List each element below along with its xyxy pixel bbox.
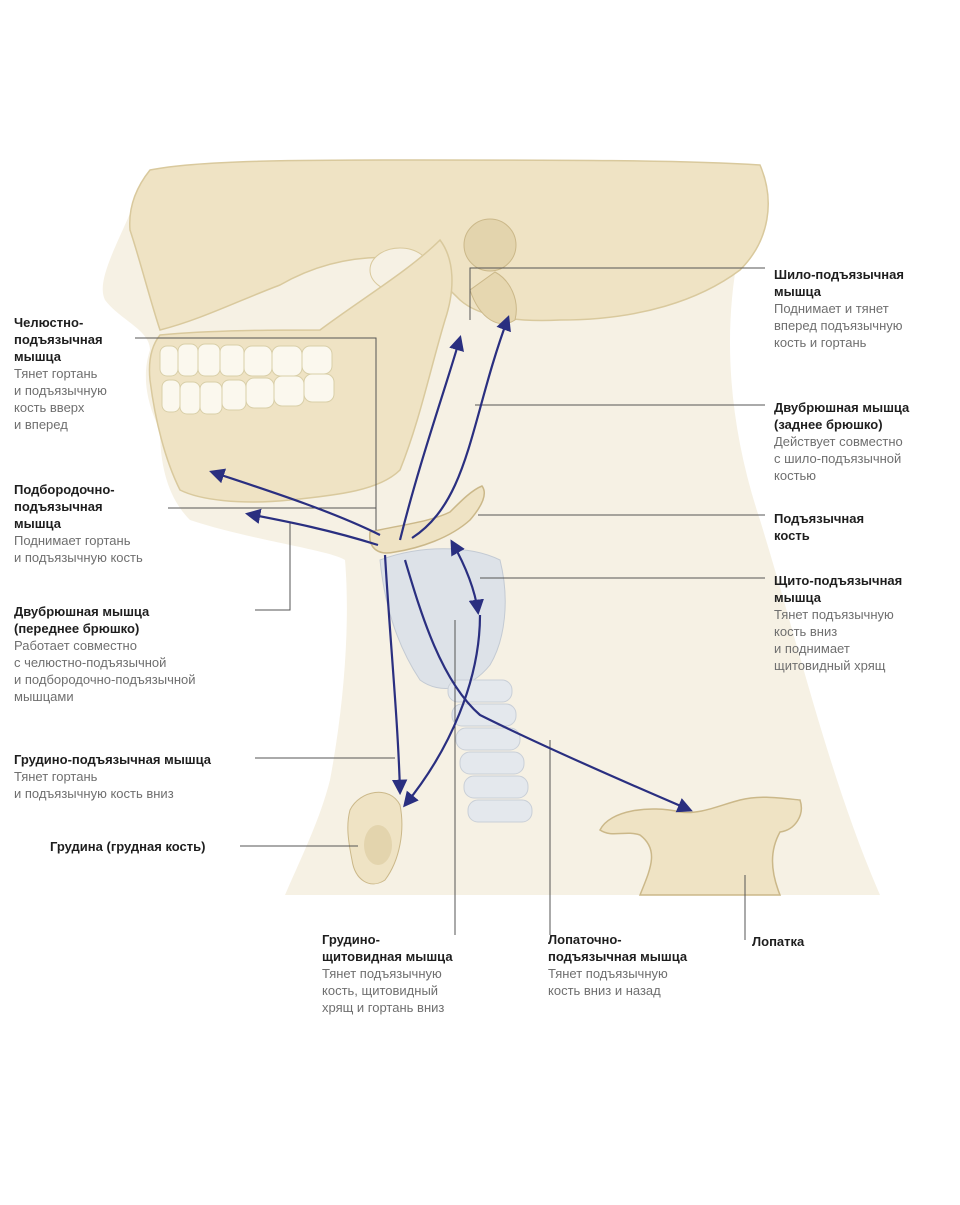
label-sternum: Грудина (грудная кость) bbox=[50, 838, 250, 855]
label-description: Поднимает гортань и подъязычную кость bbox=[14, 533, 143, 565]
label-stylohyoid: Шило-подъязычная мышца Поднимает и тянет… bbox=[774, 266, 944, 351]
upper-teeth bbox=[159, 343, 333, 377]
stylohyoid-arrow bbox=[398, 335, 464, 541]
skull-bone bbox=[129, 159, 769, 331]
label-description: Поднимает и тянет вперед подъязычную кос… bbox=[774, 301, 903, 350]
label-title: Лопаточно- подъязычная мышца bbox=[548, 932, 688, 964]
omohyoid-arrow bbox=[403, 559, 693, 813]
label-title: Подъязычная кость bbox=[774, 511, 865, 543]
label-hyoid: Подъязычная кость bbox=[774, 510, 944, 544]
digastric-posterior-arrow bbox=[411, 315, 511, 539]
label-description: Тянет подъязычную кость, щитовидный хрящ… bbox=[322, 966, 445, 1015]
label-scapula: Лопатка bbox=[752, 933, 872, 950]
sternothyroid-arrow bbox=[403, 614, 482, 808]
label-title: Лопатка bbox=[752, 934, 805, 949]
geniohyoid-arrow bbox=[244, 508, 379, 547]
sternohyoid-arrow bbox=[383, 554, 408, 796]
label-title: Грудино-подъязычная мышца bbox=[14, 752, 212, 767]
label-sternohyoid: Грудино-подъязычная мышца Тянет гортань … bbox=[14, 751, 264, 802]
hyoid-bone bbox=[369, 485, 486, 554]
label-sternothyroid: Грудино- щитовидная мышца Тянет подъязыч… bbox=[322, 931, 502, 1016]
label-description: Тянет подъязычную кость вниз и поднимает… bbox=[774, 607, 894, 673]
label-mylohyoid: Челюстно- подъязычная мышца Тянет гортан… bbox=[14, 314, 154, 433]
thyrohyoid-arrow bbox=[450, 539, 484, 616]
label-title: Двубрюшная мышца (заднее брюшко) bbox=[774, 400, 910, 432]
label-omohyoid: Лопаточно- подъязычная мышца Тянет подъя… bbox=[548, 931, 728, 999]
muscle-arrows bbox=[209, 315, 693, 813]
label-title: Грудино- щитовидная мышца bbox=[322, 932, 453, 964]
label-thyrohyoid: Щито-подъязычная мышца Тянет подъязычную… bbox=[774, 572, 944, 674]
label-description: Тянет подъязычную кость вниз и назад bbox=[548, 966, 668, 998]
mylohyoid-arrow bbox=[209, 468, 381, 536]
label-digastric-anterior: Двубрюшная мышца (переднее брюшко) Работ… bbox=[14, 603, 254, 705]
label-description: Действует совместно с шило-подъязычной к… bbox=[774, 434, 903, 483]
label-description: Работает совместно с челюстно-подъязычно… bbox=[14, 638, 196, 704]
label-description: Тянет гортань и подъязычную кость вверх … bbox=[14, 366, 107, 432]
lower-teeth bbox=[161, 373, 335, 415]
label-title: Двубрюшная мышца (переднее брюшко) bbox=[14, 604, 150, 636]
label-geniohyoid: Подбородочно- подъязычная мышца Поднимае… bbox=[14, 481, 184, 566]
label-title: Щито-подъязычная мышца bbox=[774, 573, 903, 605]
label-title: Грудина (грудная кость) bbox=[50, 839, 206, 854]
label-title: Челюстно- подъязычная мышца bbox=[14, 315, 103, 364]
ear-canal bbox=[463, 218, 517, 272]
label-description: Тянет гортань и подъязычную кость вниз bbox=[14, 769, 174, 801]
mastoid-process bbox=[469, 271, 517, 325]
label-digastric-posterior: Двубрюшная мышца (заднее брюшко) Действу… bbox=[774, 399, 944, 484]
leader-lines bbox=[135, 267, 765, 940]
label-title: Шило-подъязычная мышца bbox=[774, 267, 904, 299]
label-title: Подбородочно- подъязычная мышца bbox=[14, 482, 115, 531]
